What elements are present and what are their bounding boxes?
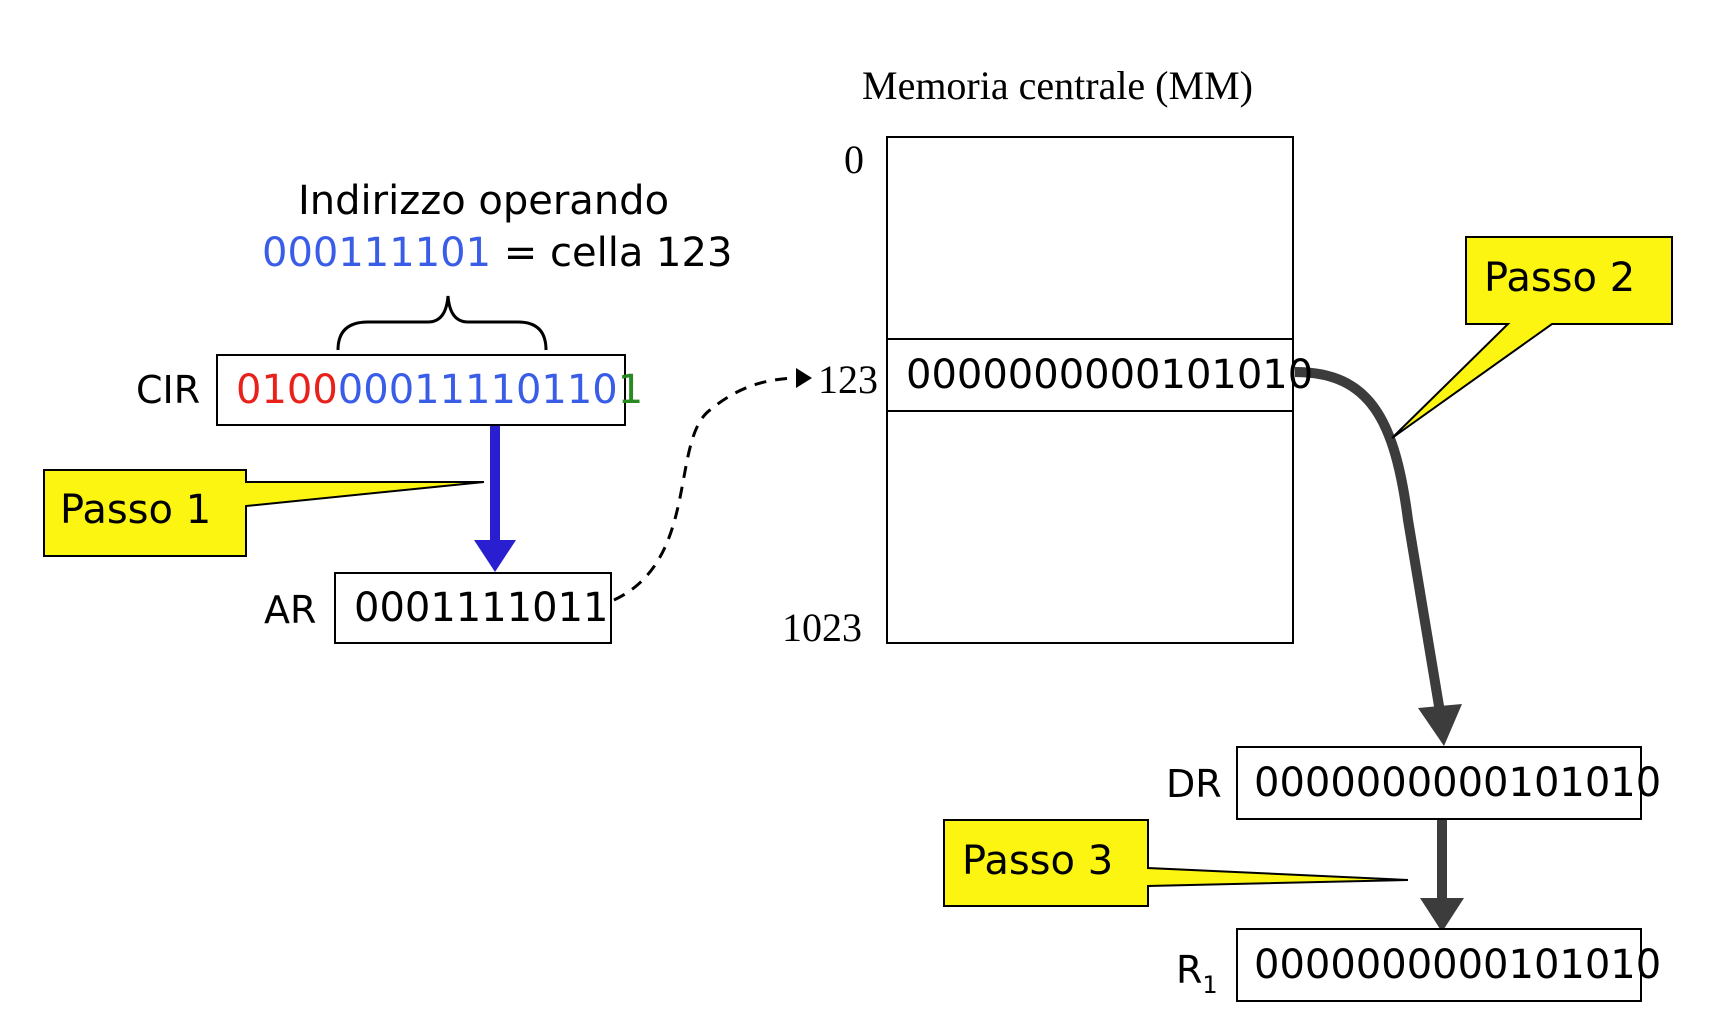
r1-label-subscript: 1 <box>1202 971 1218 999</box>
step2-arrowhead <box>1418 704 1462 746</box>
step2-label: Passo 2 <box>1484 255 1636 301</box>
operand-cell-text: = cella 123 <box>491 230 733 276</box>
r1-register: 0000000000101010 <box>1236 928 1661 1002</box>
r1-label: R1 <box>1176 948 1218 999</box>
step1-arrowhead <box>474 540 516 572</box>
dr-value: 0000000000101010 <box>1254 760 1662 806</box>
ar-label: AR <box>264 588 317 632</box>
memory-address-123: 123 <box>818 357 878 402</box>
memory-address-1023: 1023 <box>782 605 862 650</box>
address-brace <box>336 295 548 351</box>
memory-cell-value: 0000000000101010 <box>906 352 1314 398</box>
ar-value: 0001111011 <box>354 585 609 631</box>
address-dashed-arrow <box>613 376 801 602</box>
r1-label-letter: R <box>1176 948 1203 992</box>
cir-label: CIR <box>136 368 201 412</box>
step2-callout-shape <box>1391 236 1673 439</box>
ar-register: 0001111011 <box>334 572 612 644</box>
dr-label: DR <box>1166 762 1222 806</box>
dashed-arrowhead <box>796 368 812 388</box>
step1-label: Passo 1 <box>60 487 212 533</box>
step3-arrowhead <box>1420 898 1464 932</box>
cir-mode-bits: 1 <box>617 367 644 413</box>
operand-address-bits: 000111101 <box>262 230 492 276</box>
step3-callout-shape <box>943 819 1409 907</box>
memory-cell-123: 0000000000101010 <box>886 338 1313 412</box>
cir-address-bits: 00011110110 <box>337 367 618 413</box>
step2-arrow <box>1294 367 1445 713</box>
operand-title: Indirizzo operando <box>298 178 670 224</box>
operand-address-line: 000111101 = cella 123 <box>262 230 732 276</box>
step3-label: Passo 3 <box>962 838 1114 884</box>
cir-opcode-bits: 0100 <box>236 367 338 413</box>
memory-address-0: 0 <box>844 137 864 182</box>
dr-register: 0000000000101010 <box>1236 746 1661 820</box>
step1-callout-shape <box>43 469 485 557</box>
r1-value: 0000000000101010 <box>1254 942 1662 988</box>
memory-title: Memoria centrale (MM) <box>862 63 1253 108</box>
